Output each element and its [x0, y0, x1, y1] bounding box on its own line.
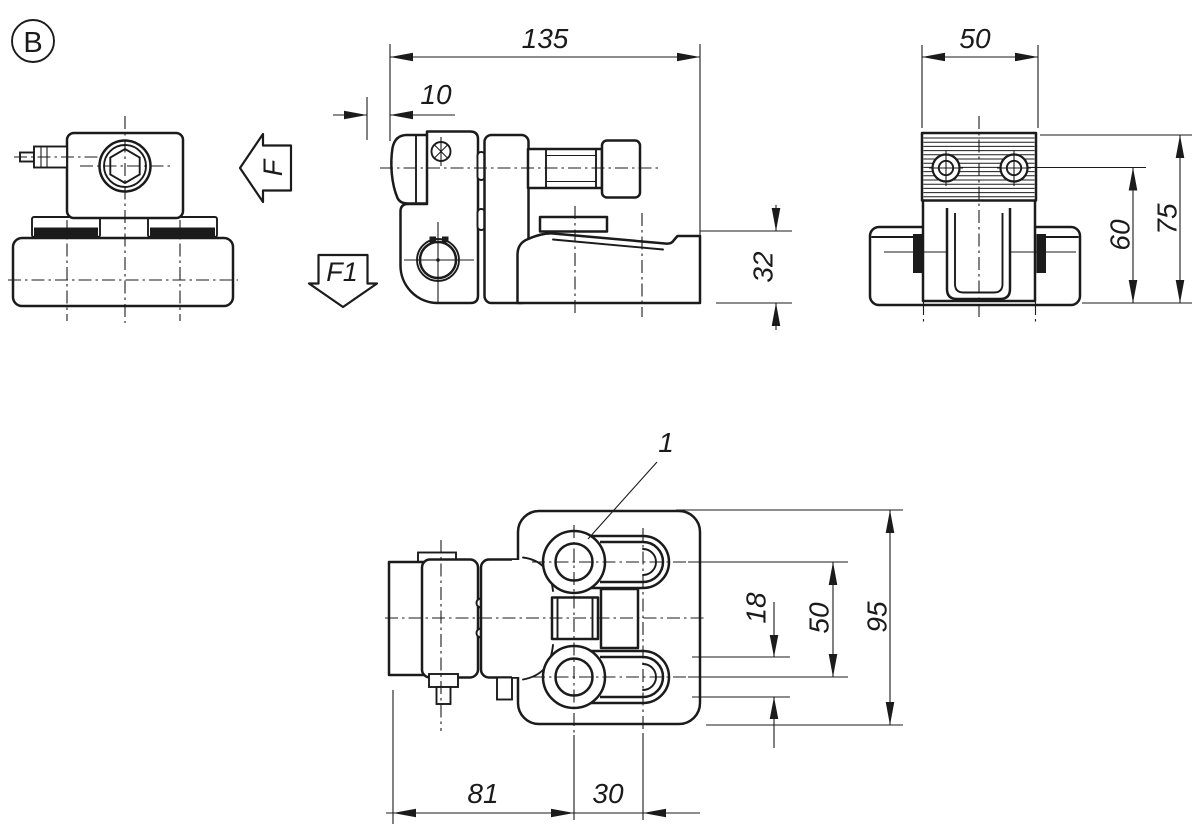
dim-arrow-icon	[828, 562, 838, 585]
jaw-serration	[1036, 234, 1046, 273]
dim-value: 30	[592, 778, 624, 809]
top-view	[385, 509, 848, 820]
side-view	[380, 130, 702, 317]
detail-view-letter: B	[23, 27, 42, 59]
jaw-serration	[913, 234, 923, 273]
dim-value: 135	[522, 23, 569, 54]
dim-value: 75	[1152, 203, 1183, 235]
leader-line	[587, 461, 658, 540]
force-alt-label: F1	[326, 257, 358, 287]
dim-arrow-icon	[1015, 52, 1038, 62]
item-callout: 1	[587, 427, 674, 540]
base-block	[11, 236, 235, 308]
knurled-block	[920, 131, 1038, 202]
screw-head	[600, 139, 642, 199]
set-screw-symbol	[430, 137, 452, 166]
dim-arrow-icon	[922, 52, 945, 62]
dimension-32: 32	[700, 205, 792, 330]
dim-value: 18	[741, 592, 772, 624]
socket-screw	[997, 150, 1031, 186]
dim-arrow-icon	[344, 110, 367, 120]
dim-arrow-icon	[393, 808, 416, 818]
dimension-95: 95	[676, 509, 903, 726]
dim-value: 50	[959, 23, 991, 54]
dim-arrow-icon	[885, 702, 895, 725]
force-arrow-down-icon	[307, 253, 379, 309]
dim-value: 60	[1105, 219, 1136, 251]
sliding-jaw-front	[390, 133, 427, 205]
dimension-50-width: 50	[921, 23, 1039, 128]
dim-arrow-icon	[1175, 280, 1185, 303]
dimension-10: 10	[333, 79, 455, 140]
dim-arrow-icon	[643, 808, 666, 818]
force-arrow-icon	[238, 132, 293, 204]
socket-screw	[929, 150, 963, 186]
dim-arrow-icon	[390, 52, 413, 62]
dim-arrow-icon	[1128, 280, 1138, 303]
dim-arrow-icon	[771, 303, 781, 326]
dimension-50-spacing: 50	[804, 562, 838, 677]
dim-arrow-icon	[769, 697, 779, 719]
force-arrow-f: F	[238, 132, 293, 204]
retaining-ring-lug-icon	[442, 236, 449, 243]
pivot-pin	[404, 222, 474, 302]
clamp-arm-assembly	[387, 551, 526, 705]
force-arrow-f1: F1	[307, 253, 379, 309]
dim-value: 32	[748, 251, 779, 283]
callout-number: 1	[658, 427, 674, 458]
dim-arrow-icon	[1175, 135, 1185, 158]
wedge-base	[516, 232, 702, 305]
force-label: F	[258, 158, 288, 176]
dim-arrow-icon	[677, 52, 700, 62]
detail-view-circle-icon	[11, 19, 55, 63]
dimension-60: 60	[1031, 166, 1146, 303]
dim-value: 50	[804, 602, 835, 634]
retaining-ring-lug-icon	[429, 236, 436, 243]
clamping-screw	[526, 139, 642, 199]
dim-arrow-icon	[828, 654, 838, 677]
dimension-75: 75	[1040, 134, 1192, 304]
dim-value: 81	[467, 778, 498, 809]
right-jaw-serration	[150, 227, 215, 237]
left-jaw-serration	[34, 227, 98, 237]
front-view	[8, 116, 238, 323]
dim-value: 10	[420, 79, 452, 110]
dimension-18: 18	[692, 592, 790, 748]
rear-view	[868, 116, 1082, 322]
dim-arrow-icon	[769, 635, 779, 657]
dim-arrow-icon	[390, 110, 413, 120]
detail-view-label: B	[11, 19, 55, 63]
dim-arrow-icon	[551, 808, 574, 818]
dim-value: 95	[862, 601, 893, 633]
pressure-plate	[538, 215, 609, 233]
dim-arrow-icon	[1128, 167, 1138, 191]
dimension-135: 135	[389, 23, 701, 236]
dimension-81-30: 81 30	[386, 690, 700, 824]
dim-arrow-icon	[771, 208, 781, 231]
dim-arrow-icon	[885, 510, 895, 533]
